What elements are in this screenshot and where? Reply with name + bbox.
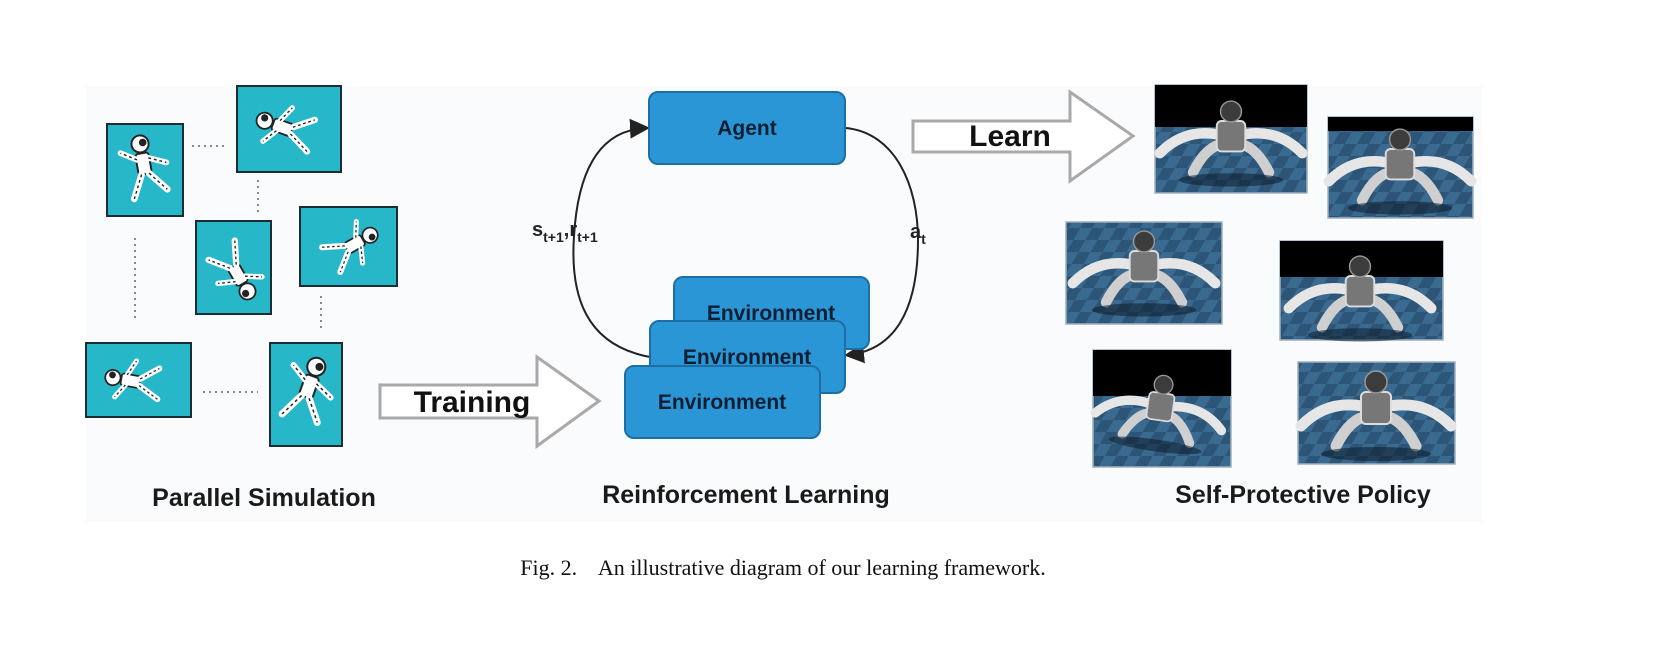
svg-text:Environment: Environment	[683, 346, 811, 369]
agent-box: Agent	[648, 91, 846, 165]
state-reward-arrow	[572, 118, 651, 358]
figure-caption: Fig. 2. An illustrative diagram of our l…	[520, 555, 1045, 580]
action-label: at	[910, 221, 926, 247]
state-reward-label: st+1,rt+1	[532, 219, 598, 245]
reinforcement-learning-title: Reinforcement Learning	[602, 481, 890, 509]
agent-label: Agent	[717, 117, 777, 140]
policy-render	[1328, 116, 1473, 218]
policy-render	[1091, 349, 1231, 468]
svg-text:Environment: Environment	[658, 391, 786, 414]
learn-label: Learn	[969, 120, 1051, 153]
self-protective-policy-group: Self-Protective Policy	[1065, 84, 1473, 509]
sim-tile	[236, 85, 342, 173]
sim-tile	[85, 342, 192, 418]
sim-tile	[106, 123, 184, 217]
policy-render	[1065, 221, 1223, 325]
policy-render	[1298, 361, 1455, 464]
sim-tile	[299, 206, 398, 287]
training-arrow: Training	[378, 354, 602, 449]
ellipsis-dots	[134, 145, 322, 393]
policy-render	[1279, 240, 1444, 342]
training-label: Training	[414, 386, 531, 419]
reinforcement-learning-group: Agent Environment Environment Environmen…	[532, 91, 926, 509]
learn-arrow: Learn	[911, 89, 1136, 184]
sim-tile	[269, 342, 342, 447]
sim-tile	[195, 220, 272, 315]
parallel-simulation-title: Parallel Simulation	[152, 484, 376, 512]
policy-render	[1154, 84, 1308, 194]
svg-text:Environment: Environment	[707, 302, 835, 325]
parallel-simulation-group: Parallel Simulation	[85, 85, 398, 512]
self-protective-policy-title: Self-Protective Policy	[1175, 481, 1431, 509]
environment-box: Environment	[624, 365, 821, 439]
action-arrow	[844, 127, 920, 364]
